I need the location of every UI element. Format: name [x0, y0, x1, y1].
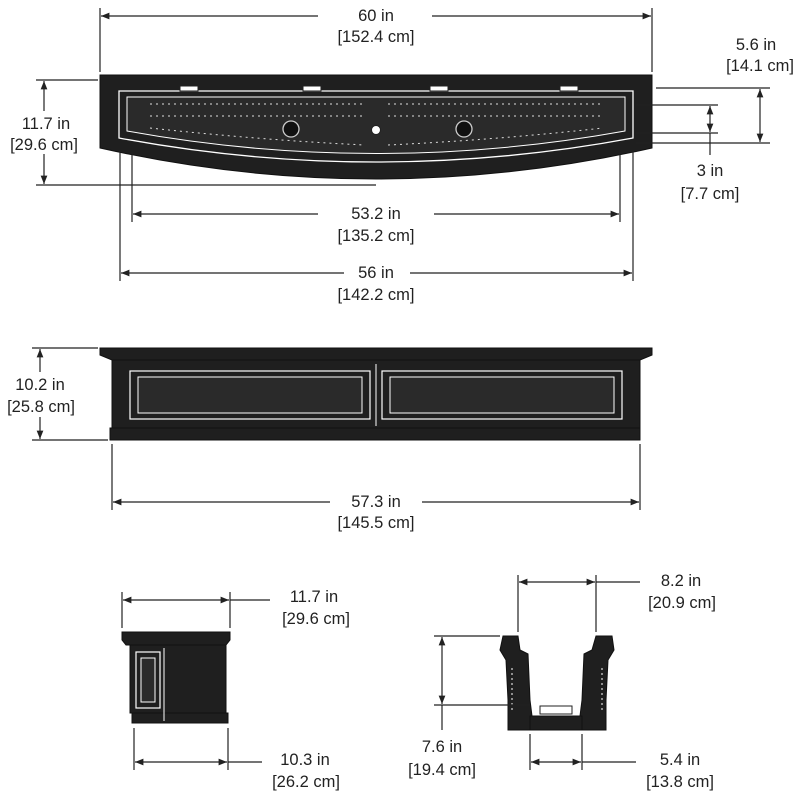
- dim-label-overall-width-cm: [152.4 cm]: [337, 28, 414, 46]
- dim-label-base-width-in: 57.3 in: [351, 493, 401, 511]
- dim-label-overall-depth-in: 11.7 in: [22, 115, 70, 133]
- front-view-cap: [99, 347, 653, 361]
- dim-label-overall-width-in: 60 in: [358, 7, 394, 25]
- dim-label-outer-inner-width-in: 56 in: [358, 264, 394, 282]
- dim-label-reservoir-height-cm: [7.7 cm]: [681, 185, 740, 203]
- dim-label-overall-depth-cm: [29.6 cm]: [10, 136, 78, 154]
- grid-plate-left-bottom: [149, 127, 366, 146]
- fill-port: [371, 125, 381, 135]
- dim-label-section-top-width-cm: [20.9 cm]: [648, 594, 716, 612]
- dim-label-side-top-depth-in: 11.7 in: [290, 588, 338, 606]
- section-reservoir-floor: [529, 715, 583, 731]
- top-view: 60 in [152.4 cm] 11.7 in [29.6 cm] 5.6 i…: [10, 7, 794, 304]
- dim-label-side-base-depth-cm: [26.2 cm]: [272, 773, 340, 791]
- section-reservoir-slot: [539, 705, 573, 715]
- dim-label-base-width-cm: [145.5 cm]: [337, 514, 414, 532]
- front-panel-left: [129, 370, 371, 420]
- side-view-cap: [121, 631, 231, 646]
- top-view-clip: [429, 85, 449, 92]
- dim-label-section-bottom-width-cm: [13.8 cm]: [646, 773, 714, 791]
- dim-label-section-top-width-in: 8.2 in: [661, 572, 701, 590]
- dim-label-front-height-in: 10.2 in: [15, 376, 65, 394]
- side-view: 11.7 in [29.6 cm] 10.3 in [26.2 cm]: [121, 588, 350, 791]
- drain-hole-right: [455, 120, 473, 138]
- top-view-rim: [118, 90, 634, 163]
- dim-label-section-bottom-width-in: 5.4 in: [660, 751, 700, 769]
- dim-label-side-top-depth-cm: [29.6 cm]: [282, 610, 350, 628]
- dim-label-inner-width-in: 53.2 in: [351, 205, 401, 223]
- dim-label-inner-width-cm: [135.2 cm]: [337, 227, 414, 245]
- section-left-wall: [499, 635, 533, 731]
- side-view-base: [131, 712, 229, 724]
- front-panel-right: [381, 370, 623, 420]
- front-view: 10.2 in [25.8 cm] 57.3 in [145.5 cm]: [7, 347, 653, 532]
- top-view-clip: [179, 85, 199, 92]
- dim-label-section-depth-in: 7.6 in: [422, 738, 462, 756]
- front-view-base: [109, 427, 641, 441]
- section-right-wall: [579, 635, 615, 731]
- drain-hole-left: [282, 120, 300, 138]
- dim-label-section-depth-cm: [19.4 cm]: [408, 761, 476, 779]
- dim-label-reservoir-height-in: 3 in: [697, 162, 724, 180]
- top-view-clip: [559, 85, 579, 92]
- side-view-panel: [135, 651, 161, 709]
- dim-label-front-height-cm: [25.8 cm]: [7, 398, 75, 416]
- dim-label-outer-inner-width-cm: [142.2 cm]: [337, 286, 414, 304]
- dim-label-rim-height-cm: [14.1 cm]: [726, 57, 794, 75]
- top-view-clip: [302, 85, 322, 92]
- dim-label-side-base-depth-in: 10.3 in: [280, 751, 330, 769]
- section-view: 8.2 in [20.9 cm] 7.6 in [19.4 cm] 5.4 in…: [408, 572, 716, 791]
- dim-label-rim-height-in: 5.6 in: [736, 36, 776, 54]
